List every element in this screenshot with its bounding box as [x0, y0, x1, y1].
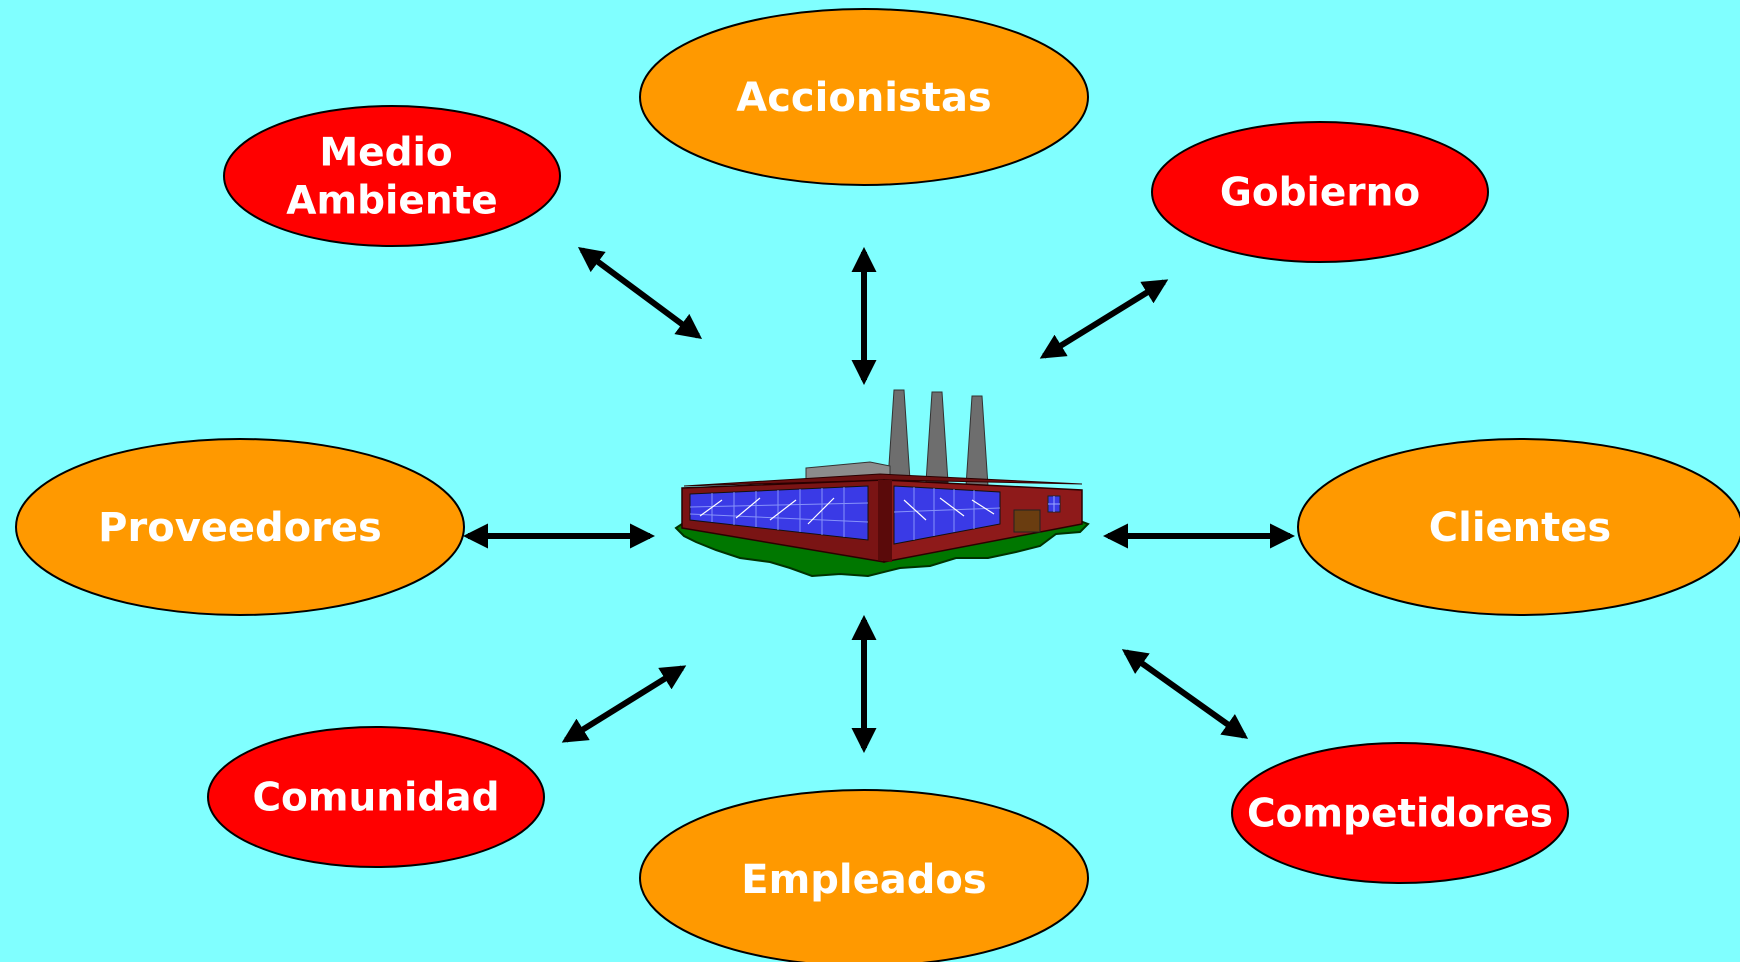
- factory-door: [1013, 509, 1041, 533]
- node-competidores-shape: [1231, 742, 1569, 884]
- arrow-comunidad: [561, 665, 687, 743]
- node-comunidad-shape: [207, 726, 545, 868]
- node-gobierno: Gobierno: [1151, 121, 1489, 263]
- factory-corner: [878, 480, 892, 562]
- node-empleados-shape: [639, 789, 1089, 962]
- arrow-competidores: [1121, 649, 1249, 739]
- node-comunidad-label: Comunidad: [252, 776, 499, 821]
- node-clientes: Clientes: [1297, 438, 1740, 616]
- factory-chimney-2: [925, 391, 949, 483]
- node-competidores: Competidores: [1231, 742, 1569, 884]
- node-empleados-label: Empleados: [741, 857, 986, 903]
- node-comunidad: Comunidad: [207, 726, 545, 868]
- node-proveedores-shape: [15, 438, 465, 616]
- node-empleados: Empleados: [639, 789, 1089, 962]
- factory-window-shine-right: [903, 497, 995, 521]
- node-clientes-shape: [1297, 438, 1740, 616]
- factory-window-grid-right: [893, 487, 1001, 540]
- node-gobierno-label: Gobierno: [1220, 171, 1420, 216]
- node-accionistas: Accionistas: [639, 8, 1089, 186]
- node-proveedores-label: Proveedores: [98, 505, 382, 551]
- arrow-gobierno: [1039, 279, 1169, 359]
- node-medio-ambiente-shape: [223, 105, 561, 247]
- node-gobierno-shape: [1151, 121, 1489, 263]
- node-medio-ambiente: Medio Ambiente: [223, 105, 561, 247]
- node-proveedores: Proveedores: [15, 438, 465, 616]
- node-clientes-label: Clientes: [1429, 505, 1611, 551]
- factory-window-grid-left: [689, 487, 869, 537]
- node-competidores-label: Competidores: [1247, 792, 1553, 837]
- arrows: [462, 246, 1296, 754]
- factory-window-shine-left: [699, 497, 835, 525]
- node-medio-ambiente-label-line2: Ambiente: [286, 179, 497, 224]
- factory-icon: [674, 389, 1090, 578]
- node-accionistas-label: Accionistas: [736, 75, 992, 121]
- factory-chimney-3: [965, 395, 989, 487]
- node-medio-ambiente-label-line1: Medio: [319, 131, 452, 176]
- factory-chimney-1: [887, 389, 911, 481]
- arrow-medio-ambiente: [577, 246, 703, 340]
- node-accionistas-shape: [639, 8, 1089, 186]
